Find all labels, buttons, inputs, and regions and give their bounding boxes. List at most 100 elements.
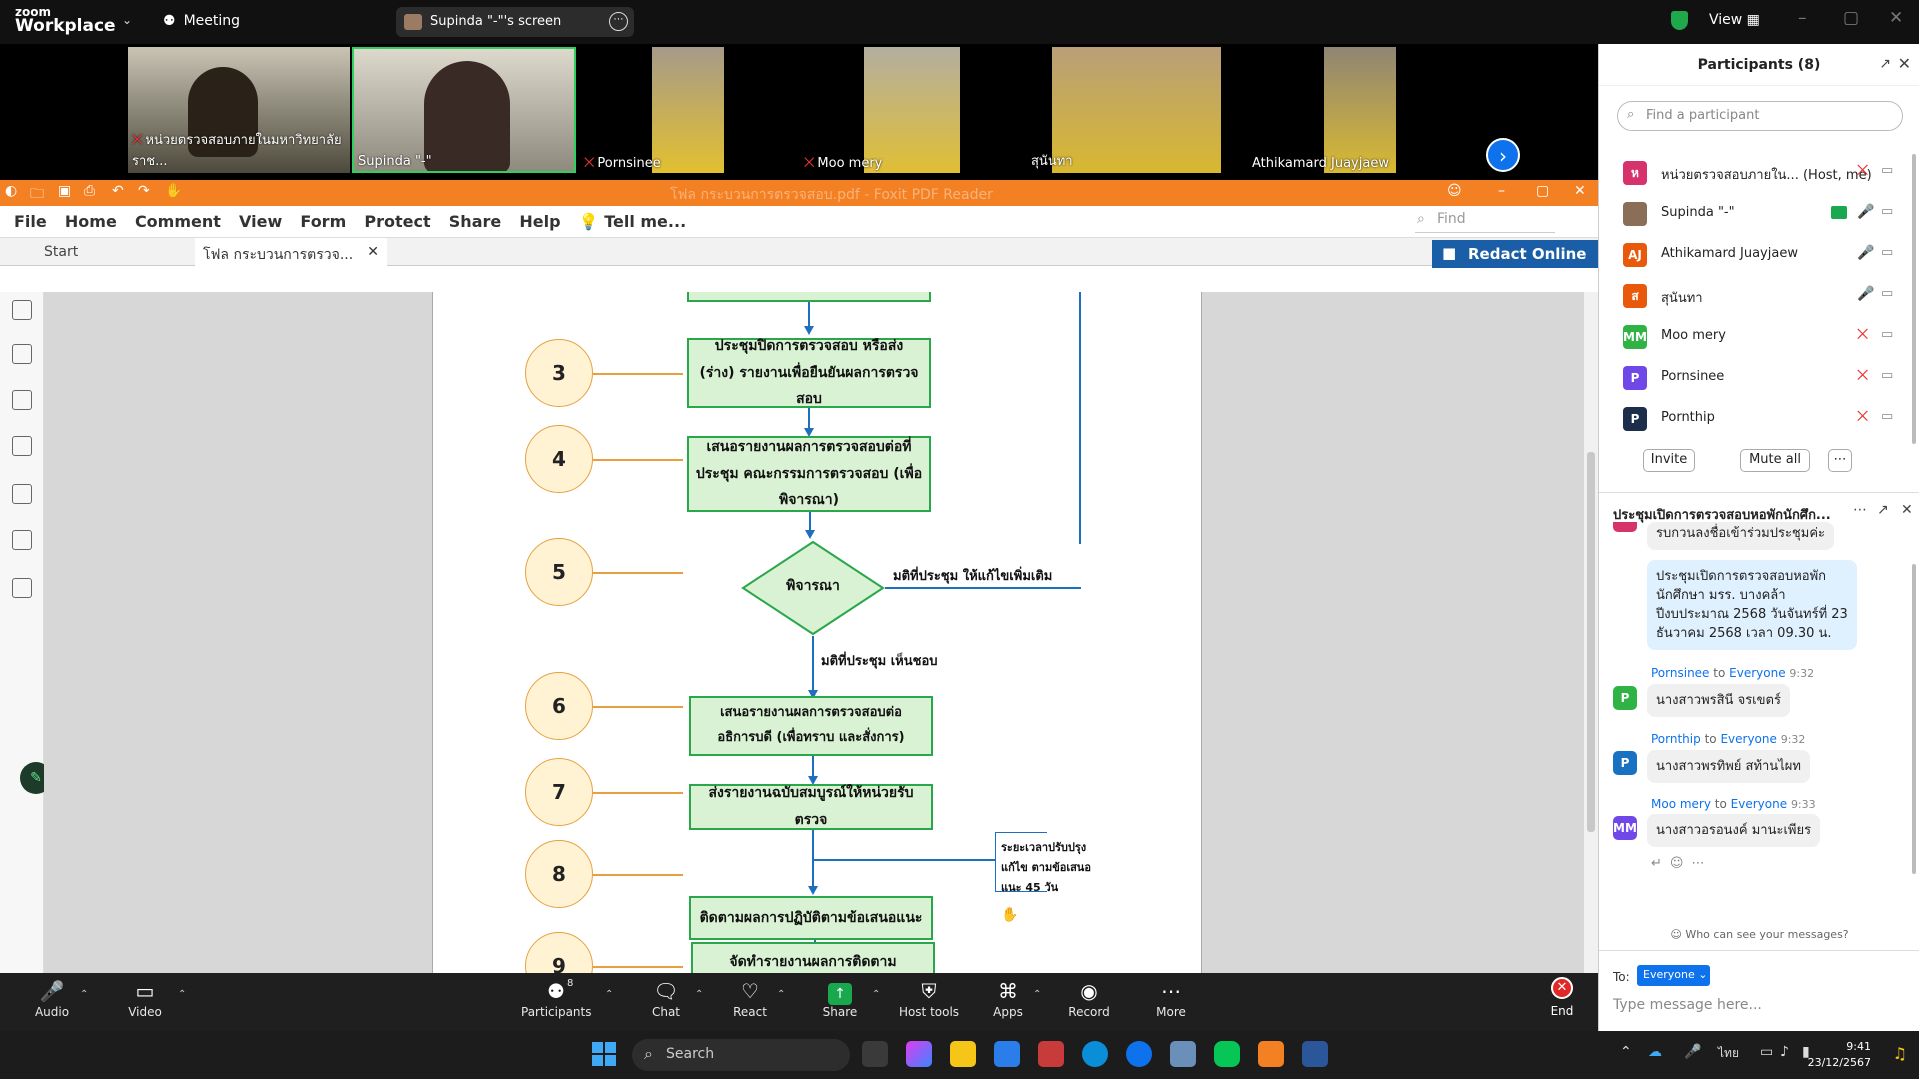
close-icon[interactable]: ✕ — [1897, 54, 1911, 73]
close-icon[interactable]: ✕ — [1901, 502, 1913, 518]
maximize-icon[interactable]: ▢ — [1843, 8, 1860, 28]
video-tile[interactable]: ⨉Pornsinee — [580, 47, 724, 173]
volume-icon[interactable]: ♪ — [1780, 1044, 1789, 1060]
redo-icon[interactable]: ↷ — [138, 183, 150, 199]
windows-start-icon[interactable] — [592, 1042, 616, 1066]
menu-form[interactable]: Form — [300, 212, 347, 231]
edge-icon[interactable] — [1082, 1041, 1108, 1067]
find-input[interactable]: ⌕Find — [1415, 211, 1555, 233]
undo-icon[interactable]: ↶ — [112, 183, 124, 199]
zoom-app-icon[interactable] — [1126, 1041, 1152, 1067]
menu-view[interactable]: View — [239, 212, 283, 231]
language-indicator[interactable]: ไทย — [1718, 1046, 1739, 1060]
task-view-icon[interactable] — [862, 1041, 888, 1067]
chat-button[interactable]: 🗨Chat — [631, 977, 701, 1019]
participant-row[interactable]: AJ Athikamard Juayjaew 🎤▭ — [1599, 234, 1919, 275]
shield-icon[interactable] — [1671, 11, 1688, 30]
mic-icon[interactable]: 🎤 — [1857, 204, 1875, 220]
scroll-thumb[interactable] — [1587, 452, 1595, 832]
react-caret[interactable]: ⌃ — [777, 989, 786, 1000]
copilot-icon[interactable] — [906, 1041, 932, 1067]
store-icon[interactable] — [994, 1041, 1020, 1067]
video-tile[interactable]: ⨉หน่วยตรวจสอบภายในมหาวิทยาลัยราช... — [128, 47, 350, 173]
participant-row[interactable]: P Pornsinee ⨉▭ — [1599, 357, 1919, 398]
menu-share[interactable]: Share — [448, 212, 502, 231]
hand-tool-icon[interactable]: ✋ — [165, 183, 183, 199]
notification-bell-icon[interactable]: ♫ — [1892, 1044, 1907, 1063]
find-participant-input[interactable]: ⌕Find a participant — [1617, 101, 1903, 131]
recipient-select[interactable]: Everyone ⌄ — [1637, 965, 1710, 986]
camera-icon[interactable]: ▭ — [1881, 327, 1894, 342]
who-can-see-link[interactable]: ☺ Who can see your messages? — [1599, 928, 1919, 941]
muted-mic-icon[interactable]: ⨉ — [1857, 368, 1869, 384]
participants-scrollbar[interactable] — [1912, 154, 1916, 444]
record-button[interactable]: ◉Record — [1054, 977, 1124, 1019]
mute-all-button[interactable]: Mute all — [1740, 449, 1810, 472]
meeting-menu[interactable]: ⚉Meeting — [163, 13, 240, 29]
settings-icon[interactable] — [1170, 1041, 1196, 1067]
participant-row[interactable]: MM Moo mery ⨉▭ — [1599, 316, 1919, 357]
chevron-down-icon[interactable]: ⌄ — [122, 13, 133, 27]
file-explorer-icon[interactable] — [950, 1041, 976, 1067]
lock-icon[interactable] — [12, 530, 32, 550]
react-button[interactable]: ♡React — [715, 977, 785, 1019]
participant-row[interactable]: ห หน่วยตรวจสอบภายใน... (Host, me) ⨉▭ — [1599, 152, 1919, 193]
signature-icon[interactable] — [12, 578, 32, 598]
tell-me-input[interactable]: 💡 Tell me... — [579, 212, 686, 231]
end-button[interactable]: ✕End — [1537, 977, 1587, 1018]
account-icon[interactable]: ☺ — [1447, 183, 1462, 199]
print-icon[interactable]: ⎙ — [84, 183, 96, 199]
audio-button[interactable]: 🎤Audio — [17, 977, 87, 1019]
more-button[interactable]: ⋯More — [1136, 977, 1206, 1019]
video-button[interactable]: ▭Video — [110, 977, 180, 1019]
mic-icon[interactable]: 🎤 — [1857, 286, 1875, 302]
menu-comment[interactable]: Comment — [134, 212, 221, 231]
popout-icon[interactable]: ↗ — [1877, 502, 1889, 518]
line-app-icon[interactable] — [1214, 1041, 1240, 1067]
chat-caret[interactable]: ⌃ — [695, 989, 704, 1000]
camera-icon[interactable]: ▭ — [1881, 368, 1894, 383]
participants-caret[interactable]: ⌃ — [605, 989, 614, 1000]
bookmark-icon[interactable] — [12, 300, 32, 320]
tab-start[interactable]: Start — [44, 244, 79, 260]
popout-icon[interactable]: ↗ — [1879, 56, 1891, 72]
message-input[interactable]: Type message here... — [1613, 997, 1762, 1013]
participant-row[interactable]: Supinda "-" 🎤▭ — [1599, 193, 1919, 234]
mic-icon[interactable]: 🎤 — [1857, 245, 1875, 261]
muted-mic-icon[interactable]: ⨉ — [1857, 409, 1869, 425]
share-button[interactable]: ↑Share — [805, 977, 875, 1019]
video-tile[interactable]: Athikamard Juayjaew — [1248, 47, 1396, 173]
layers-icon[interactable] — [12, 436, 32, 456]
more-icon[interactable]: ⋯ — [1853, 502, 1867, 518]
tab-document[interactable]: โฟล กระบวนการตรวจ...✕ — [195, 238, 387, 266]
redact-online-button[interactable]: ■Redact Online — [1432, 240, 1598, 268]
video-options-caret[interactable]: ⌃ — [178, 989, 187, 1000]
minimize-icon[interactable]: – — [1498, 183, 1505, 199]
video-tile-active[interactable]: Supinda "-" — [352, 47, 576, 173]
pdf-vertical-scrollbar[interactable] — [1584, 292, 1598, 973]
close-icon[interactable]: ✕ — [1889, 8, 1904, 28]
attachments-icon[interactable] — [12, 484, 32, 504]
host-tools-button[interactable]: ⛨Host tools — [894, 977, 964, 1019]
share-screen-chip[interactable]: Supinda "-"'s screen ⋯ — [396, 7, 634, 37]
apps-button[interactable]: ⌘Apps — [973, 977, 1043, 1019]
muted-mic-icon[interactable]: ⨉ — [1857, 327, 1869, 343]
muted-mic-icon[interactable]: ⨉ — [1857, 163, 1869, 179]
comments-icon[interactable] — [12, 390, 32, 410]
camera-icon[interactable]: ▭ — [1881, 204, 1894, 219]
battery-icon[interactable]: ▮ — [1802, 1044, 1810, 1060]
video-tile[interactable]: ⨉Moo mery — [800, 47, 960, 173]
video-tile[interactable]: สุนันทา — [1027, 47, 1221, 173]
camera-icon[interactable]: ▭ — [1881, 409, 1894, 424]
chevron-up-icon[interactable]: ⌃ — [1620, 1044, 1632, 1060]
network-icon[interactable]: ▭ — [1760, 1044, 1774, 1060]
menu-file[interactable]: File — [14, 212, 47, 231]
close-tab-icon[interactable]: ✕ — [367, 244, 379, 260]
cloud-icon[interactable]: ☁ — [1648, 1044, 1662, 1060]
app-icon[interactable] — [1038, 1041, 1064, 1067]
next-page-button[interactable]: › — [1486, 138, 1520, 172]
taskbar-search[interactable]: ⌕Search — [632, 1039, 850, 1071]
menu-protect[interactable]: Protect — [364, 212, 431, 231]
